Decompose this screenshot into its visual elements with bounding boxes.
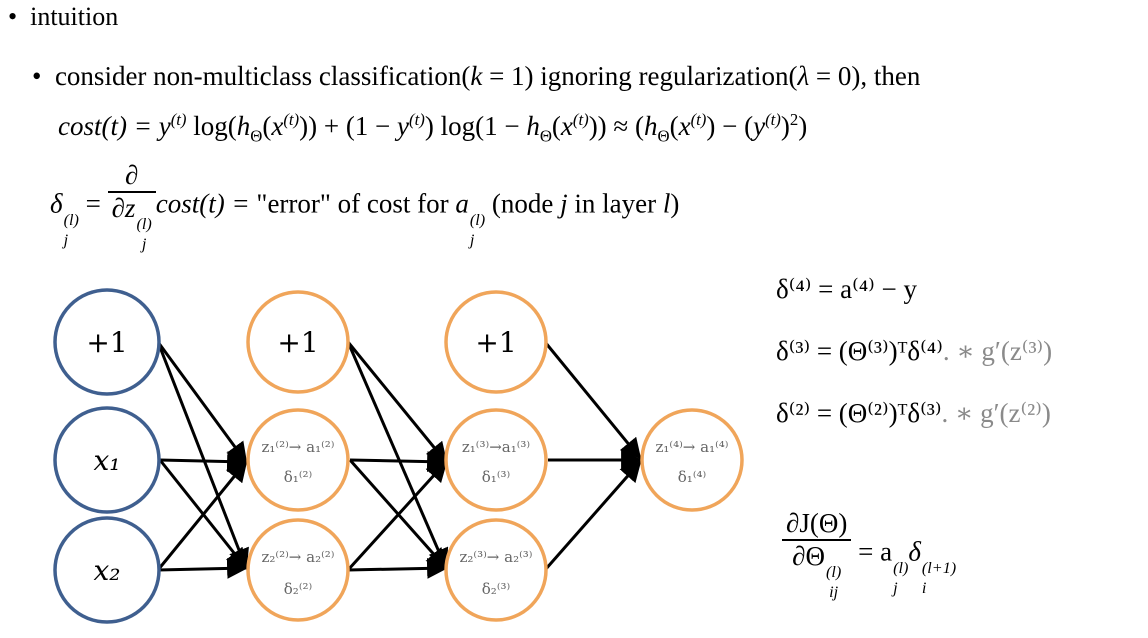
layer2-node-1 [246,408,350,512]
layer2-node-2-top: z₂⁽²⁾→ a₂⁽²⁾ [262,548,335,566]
equation-delta4: δ⁽⁴⁾ = a⁽⁴⁾ − y [776,274,918,304]
gradient-denominator: ∂Θ(l)ij [782,539,852,601]
layer3-node-2 [444,518,548,622]
input-node-bias-label: +1 [86,326,127,359]
output-layer: z₁⁽⁴⁾→ a₁⁽⁴⁾ δ₁⁽⁴⁾ [640,408,744,512]
hidden-layer-3: +1 z₁⁽³⁾→a₁⁽³⁾ δ₁⁽³⁾ z₂⁽³⁾→ a₂⁽³⁾ δ₂⁽³⁾ [444,290,548,622]
edge [543,341,642,460]
layer2-node-1-bottom: δ₁⁽²⁾ [284,468,312,486]
layer2-node-1-top: z₁⁽²⁾→ a₁⁽²⁾ [262,438,335,456]
delta-node-text: (node [485,188,561,219]
bullet-2-lambda: λ [797,61,810,91]
equation-delta2-main: δ⁽²⁾ = (Θ⁽²⁾)ᵀδ⁽³⁾ [776,398,942,428]
edge [349,451,449,473]
edge [346,460,448,572]
input-node-bias [53,288,161,396]
input-node-x1 [53,406,161,514]
layer3-node-1-top: z₁⁽³⁾→a₁⁽³⁾ [462,438,530,456]
edge [346,341,448,464]
output-node [640,408,744,512]
gradient-numerator: ∂J(Θ) [786,508,848,538]
bullet-2-k: k [470,61,483,91]
layer3-node-1 [444,408,548,512]
input-node-x1-label: x₁ [93,444,120,477]
cost-equation: cost(t) = y(t) log(hΘ(x(t))) + (1 − y(t)… [58,110,808,146]
layer3-node-bias-label: +1 [475,326,516,359]
equation-delta3-gray: . ∗ g′(z⁽³⁾) [942,336,1053,366]
edge [159,451,249,473]
gradient-fraction: ∂J(Θ) ∂Θ(l)ij [782,508,852,601]
bullet-dot: • [32,61,42,91]
edges-layer2-layer3 [346,341,449,579]
partial-fraction: ∂ ∂z(l)j [107,160,156,253]
equation-delta2-gray: . ∗ g′(z⁽²⁾) [941,398,1051,428]
edge [156,341,249,570]
layer3-node-2-top: z₂⁽³⁾→ a₂⁽³⁾ [460,548,533,566]
bullet-2: • consider non-multiclass classification… [32,61,920,92]
edge [543,460,642,571]
layer3-node-1-bottom: δ₁⁽³⁾ [482,468,510,486]
input-layer: +1 x₁ x₂ [53,288,161,624]
delta-error-text: "error" of cost for [256,188,456,219]
layer2-node-2-bottom: δ₂⁽²⁾ [284,580,312,598]
bullet-dot: • [8,2,18,31]
equation-delta3: δ⁽³⁾ = (Θ⁽³⁾)ᵀδ⁽⁴⁾. ∗ g′(z⁽³⁾) [776,336,1052,367]
bullet-2-text-b: = 1) ignoring regularization( [482,61,798,91]
layer3-node-2-bottom: δ₂⁽³⁾ [482,580,510,598]
delta-cost: cost(t) = [155,188,257,219]
equation-delta2: δ⁽²⁾ = (Θ⁽²⁾)ᵀδ⁽³⁾. ∗ g′(z⁽²⁾) [776,398,1051,429]
edge [156,460,248,571]
neural-network-diagram: +1 x₁ x₂ +1 z₁⁽²⁾→ a₁⁽²⁾ δ₁⁽²⁾ z₂⁽²⁾→ a₂… [53,288,744,624]
layer2-node-2 [246,518,350,622]
hidden-layer-2: +1 z₁⁽²⁾→ a₁⁽²⁾ δ₁⁽²⁾ z₂⁽²⁾→ a₂⁽²⁾ δ₂⁽²⁾ [246,290,350,622]
layer2-node-bias [246,290,350,394]
layer2-node-bias-label: +1 [277,326,318,359]
edge [346,341,449,570]
edge [156,341,248,464]
edge [347,557,449,579]
bullet-2-text-c: = 0), then [809,61,921,91]
input-node-x2-label: x₂ [93,554,120,587]
output-node-top: z₁⁽⁴⁾→ a₁⁽⁴⁾ [656,438,729,456]
delta-definition: δ(l)j = ∂ ∂z(l)j cost(t) = "error" of co… [50,160,680,254]
edges-layer3-output [543,341,643,571]
gradient-rhs: = a [851,536,893,567]
layer3-node-bias [444,290,548,394]
bullet-2-text-a: consider non-multiclass classification( [54,61,471,91]
cost-lhs: cost(t) = [58,111,159,141]
edges-layer1-layer2 [156,341,249,579]
output-node-bottom: δ₁⁽⁴⁾ [678,468,706,486]
edge [157,557,249,579]
cost-approx: ≈ [606,111,635,141]
bullet-1: • intuition [8,2,118,32]
cost-mid: log(1 − [433,111,527,141]
bullet-1-text: intuition [30,2,119,31]
input-node-x2 [53,516,161,624]
equation-delta3-main: δ⁽³⁾ = (Θ⁽³⁾)ᵀδ⁽⁴⁾ [776,336,943,366]
